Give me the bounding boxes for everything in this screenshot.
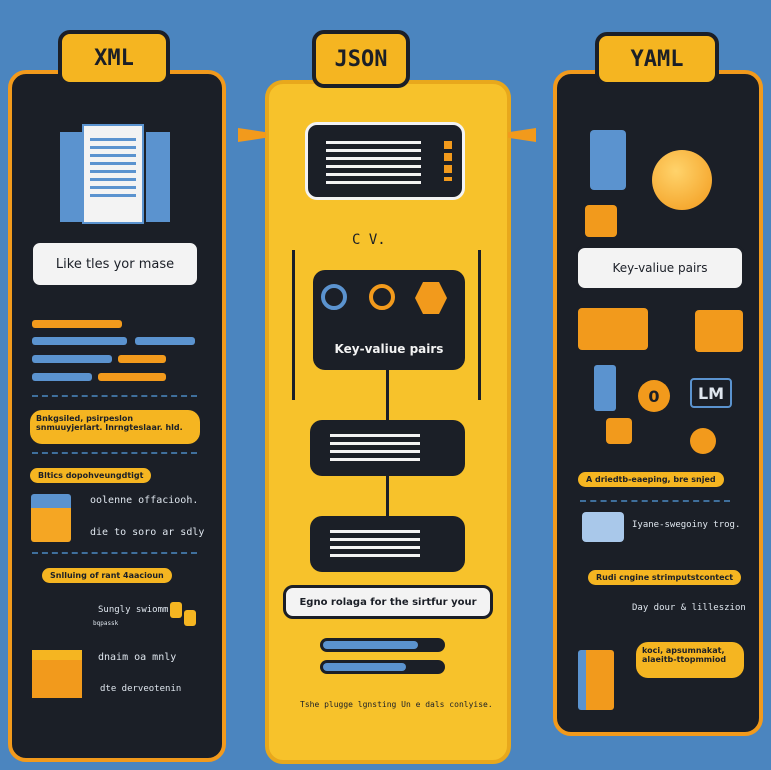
folder-check-icon: [578, 650, 614, 710]
lock-icon: [170, 602, 182, 618]
xml-caption-bubble: Like tles yor mase: [30, 240, 200, 288]
node-zero-label: 0: [648, 386, 660, 406]
xml-note-line1: Bnkgsiled, psirpeslon: [36, 414, 134, 423]
yaml-caption-bubble: Key-valiue pairs: [575, 245, 745, 291]
yaml-tab[interactable]: YAML: [595, 32, 719, 86]
yaml-item2: Day dour & lilleszion: [632, 603, 746, 613]
divider: [580, 500, 730, 502]
bracket-icon: [695, 310, 743, 352]
link-icon: [369, 284, 395, 310]
json-caption: Key-valiue pairs: [334, 342, 444, 356]
json-tab[interactable]: JSON: [312, 30, 410, 88]
mail-icon: [32, 650, 82, 698]
connector: [292, 250, 295, 400]
yaml-note: koci, apsumnakat, alaeitb-ttopmmiod: [636, 642, 744, 678]
xml-item2: die to soro ar sdly: [90, 527, 205, 538]
play-icon: [606, 418, 632, 444]
hexagon-icon: [415, 282, 447, 314]
xml-bar: [118, 355, 166, 363]
xml-bar: [98, 373, 166, 381]
lock-icon: [184, 610, 196, 626]
xml-bar: [32, 355, 112, 363]
xml-item5: dte derveotenin: [100, 684, 182, 694]
xml-tab[interactable]: XML: [58, 30, 170, 86]
xml-item3-sub: bqpassk: [93, 620, 119, 627]
json-footer-title-text: Egno rolaga for the sirtfur your: [299, 596, 477, 608]
id-card-icon: [590, 130, 626, 190]
xml-bar: [32, 373, 92, 381]
yaml-section2: Rudi cngine strimputstcontect: [588, 570, 742, 585]
progress-bar[interactable]: [320, 638, 445, 652]
json-footer-note: Tshe plugge lgnsting Un e dals conlyise.: [300, 700, 493, 709]
chevron-node-icon: [690, 428, 716, 454]
envelope-icon: [31, 494, 71, 542]
megaphone-icon: [238, 128, 266, 142]
xml-bar: [135, 337, 195, 345]
xml-caption: Like tles yor mase: [55, 256, 175, 272]
node-zero: 0: [638, 380, 670, 412]
xml-section2: Snlluing of rant 4aacioun: [42, 568, 172, 583]
sun-icon: [652, 150, 712, 210]
json-node: [310, 420, 465, 476]
divider: [32, 552, 197, 554]
xml-bar: [32, 320, 122, 328]
megaphone-icon: [508, 128, 536, 142]
yaml-note-line1: koci, apsumnakat,: [642, 646, 725, 655]
node-lm-label: LM: [697, 383, 725, 403]
document-icon: [60, 120, 170, 230]
list-icon: [578, 308, 648, 350]
xml-note-line2: snmuuyjerlart. Inrngteslaar. hld.: [36, 423, 183, 432]
divider: [32, 395, 197, 397]
json-keyvalue-card: Key-valiue pairs: [313, 270, 465, 370]
node-lm: LM: [690, 378, 732, 408]
document-small-icon: [594, 365, 616, 411]
square-icon: [585, 205, 617, 237]
json-node: [310, 516, 465, 572]
connector: [478, 250, 481, 400]
json-symbols: C V.: [352, 232, 386, 248]
yaml-item1: Iyane-swegoiny trog.: [632, 520, 741, 530]
yaml-note-line2: alaeitb-ttopmmiod: [642, 655, 727, 664]
yaml-caption: Key-valiue pairs: [612, 261, 708, 275]
json-code-window: [305, 122, 465, 200]
xml-item4: dnaim oa mnly: [98, 652, 177, 663]
connector: [386, 370, 389, 420]
yaml-section1: A driedtb-eaeping, bre snjed: [578, 472, 724, 487]
xml-item1: oolenne offaciooh.: [90, 495, 199, 506]
folder-icon: [582, 512, 624, 542]
json-footer-title: Egno rolaga for the sirtfur your: [283, 585, 493, 619]
xml-item3: Sungly swiomm: [98, 605, 169, 615]
xml-section1: Bltics dopohveungdtigt: [30, 468, 152, 483]
connector: [386, 476, 389, 516]
xml-bar: [32, 337, 127, 345]
progress-bar[interactable]: [320, 660, 445, 674]
key-icon: [321, 284, 347, 310]
divider: [32, 452, 197, 454]
xml-note: Bnkgsiled, psirpeslon snmuuyjerlart. Inr…: [30, 410, 200, 444]
